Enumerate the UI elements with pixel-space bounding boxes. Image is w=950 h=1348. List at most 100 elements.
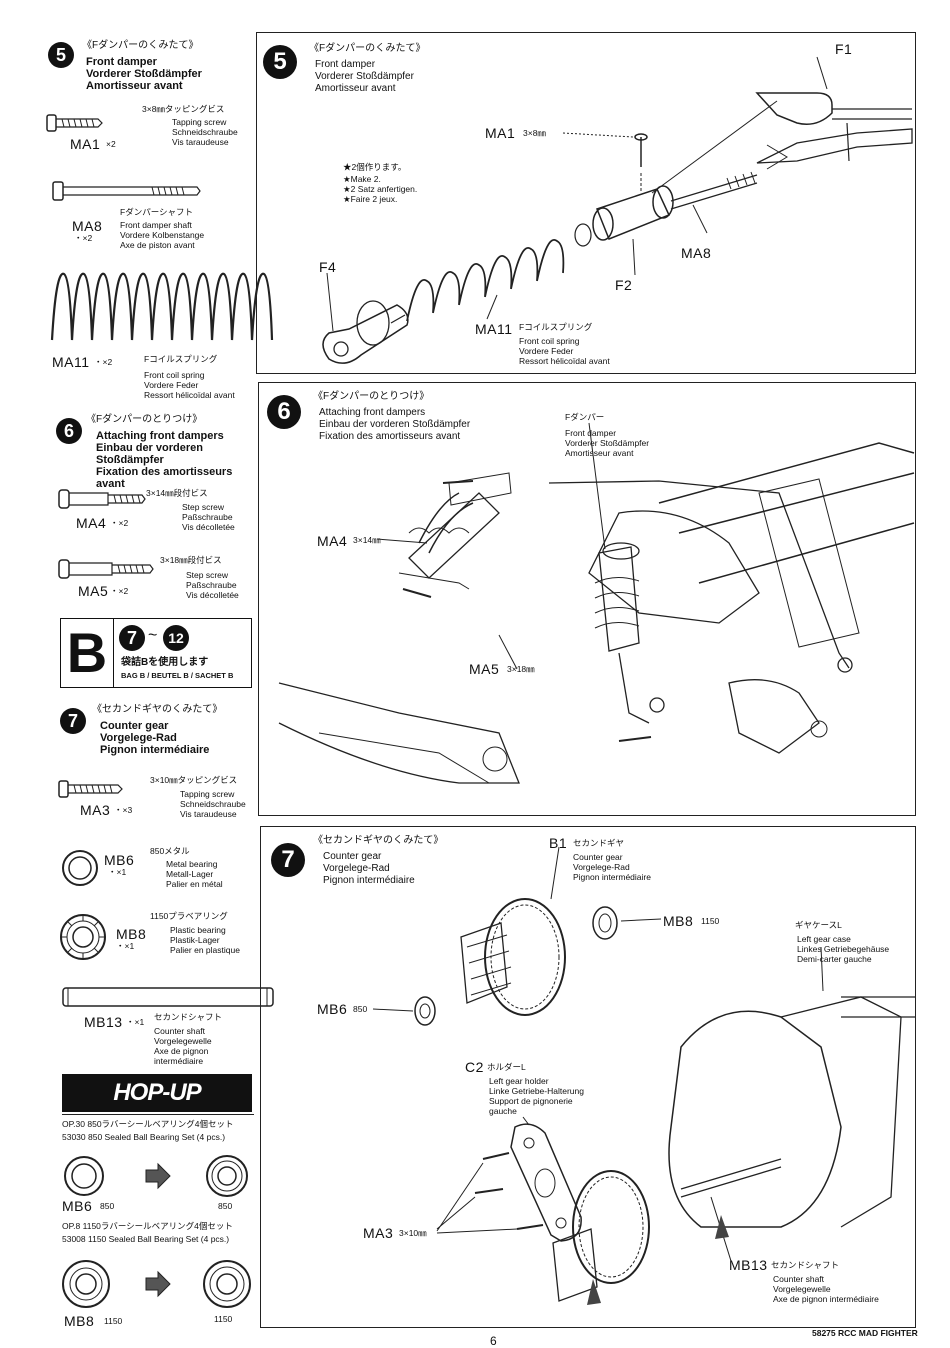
ma11-line1: Front coil spring [144, 370, 205, 380]
ma3-line2: Schneidschraube [180, 799, 246, 809]
damper-exploded-diagram [322, 56, 913, 364]
c2-line4: gauche [489, 1106, 517, 1116]
op8-from-code: MB8 [64, 1313, 95, 1329]
b1-line2: Vorgelege-Rad [573, 862, 630, 872]
panel5-note-jp: ★2個作ります。 [343, 162, 407, 172]
ma8-line2: Vordere Kolbenstange [120, 230, 205, 240]
ma11-line2: Vordere Feder [144, 380, 199, 390]
ma1-code: MA1 [70, 136, 101, 152]
coil-spring-icon [50, 272, 274, 341]
mb6-qty: ・×1 [108, 867, 127, 877]
step-6-fr-title-2: avant [96, 478, 125, 490]
ma1-jp: 3×8㎜タッピングビス [142, 104, 225, 114]
bag-to-step-badge: 12 [163, 625, 189, 651]
mb6-jp: 850メタル [150, 846, 190, 856]
ma5-line3: Vis décolletée [186, 590, 239, 600]
step-7-panel: 7 《セカンドギヤのくみたて》 Counter gear Vorgelege-R… [260, 826, 916, 1328]
panel6-ma4-size: 3×14㎜ [353, 535, 381, 545]
panel6-jp-title: 《Fダンパーのとりつけ》 [313, 391, 430, 402]
mb6-line3: Palier en métal [166, 879, 223, 889]
ma1-line1: Tapping screw [172, 117, 227, 127]
hopup-banner: HOP-UP OPTIONS [62, 1074, 252, 1144]
ma4-qty: ・×2 [110, 518, 129, 528]
panel5-ma11-label: MA11 [475, 321, 513, 337]
c2-line1: Left gear holder [489, 1076, 549, 1086]
step-6-fr-title-1: Fixation des amortisseurs [96, 466, 233, 478]
panel5-note-2: ★2 Satz anfertigen. [343, 184, 418, 194]
ma4-line3: Vis décolletée [182, 522, 235, 532]
panel5-ma8-label: MA8 [681, 245, 712, 261]
op8-jp: OP.8 1150ラバーシールベアリング4個セット [62, 1221, 233, 1231]
step-6-jp-title: 《Fダンパーのとりつけ》 [86, 414, 203, 425]
mb13-line4: intermédiaire [154, 1056, 204, 1066]
b1-line1: Counter gear [573, 852, 623, 862]
panel5-en-title: Front damper [315, 59, 376, 70]
mb13-code: MB13 [84, 1014, 123, 1030]
bag-from-step-badge: 7 [119, 625, 145, 651]
panel7-mb6-size: 850 [353, 1004, 368, 1014]
mb8-qty: ・×1 [116, 941, 135, 951]
op8-illustration [62, 1260, 251, 1308]
ma3-code: MA3 [80, 802, 111, 818]
damper-shaft-icon [52, 181, 201, 201]
mb13-jp: セカンドシャフト [154, 1012, 223, 1022]
mb13-line2: Vorgelegewelle [154, 1036, 212, 1046]
ma11-jp: Fコイルスプリング [144, 354, 218, 364]
f4-label: F4 [319, 259, 337, 275]
b1-jp: セカンドギヤ [573, 838, 625, 848]
step-5-panel-badge: 5 [263, 45, 297, 79]
c2-line2: Linke Getriebe-Halterung [489, 1086, 584, 1096]
panel7-ma3-label: MA3 [363, 1225, 394, 1241]
panel6-ma5-size: 3×18㎜ [507, 664, 535, 674]
mb8-line1: Plastic bearing [170, 925, 226, 935]
bag-b-box: B 7 ~ 12 袋詰Bを使用します BAG B / BEUTEL B / SA… [60, 618, 252, 688]
step-7-jp-title: 《セカンドギヤのくみたて》 [92, 704, 223, 715]
ma11-qty: ・×2 [94, 357, 113, 367]
ma4-line2: Paßschraube [182, 512, 233, 522]
panel6-damper-line2: Vorderer Stoßdämpfer [565, 438, 650, 448]
step-5-en-title: Front damper [86, 56, 157, 68]
panel6-ma5-label: MA5 [469, 661, 500, 677]
ma8-qty: ・×2 [74, 233, 93, 243]
panel6-fr-title: Fixation des amortisseurs avant [319, 431, 461, 442]
bag-tilde: ~ [148, 627, 158, 644]
panel6-damper-line3: Amortisseur avant [565, 448, 634, 458]
f2-label: F2 [615, 277, 633, 293]
step-7-de-title: Vorgelege-Rad [100, 732, 177, 744]
panel5-de-title: Vorderer Stoßdämpfer [315, 71, 414, 82]
panel6-de-title: Einbau der vorderen Stoßdämpfer [319, 419, 471, 430]
bag-letter: B [61, 619, 114, 687]
mb8-line3: Palier en plastique [170, 945, 240, 955]
ma4-jp: 3×14㎜段付ビス [146, 488, 208, 498]
step-7-en-title: Counter gear [100, 720, 169, 732]
op8-from-size: 1150 [104, 1316, 123, 1326]
op30-from-code: MB6 [62, 1198, 93, 1214]
panel7-mb13-label: MB13 [729, 1257, 768, 1273]
tapping-screw-icon [58, 780, 123, 798]
panel5-fr-title: Amortisseur avant [315, 83, 396, 94]
ma8-code: MA8 [72, 218, 103, 234]
step-7-panel-badge: 7 [271, 843, 305, 877]
ma3-qty: ・×3 [114, 805, 133, 815]
op8-en: 53008 1150 Sealed Ball Bearing Set (4 pc… [62, 1234, 230, 1244]
panel7-mb8-size: 1150 [701, 916, 720, 926]
ma5-line2: Paßschraube [186, 580, 237, 590]
panel7-mb13-jp: セカンドシャフト [771, 1260, 840, 1270]
step-7-fr-title: Pignon intermédiaire [100, 744, 210, 756]
step-5-badge: 5 [48, 42, 74, 68]
page-number: 6 [490, 1334, 497, 1348]
panel7-mb13-line1: Counter shaft [773, 1274, 825, 1284]
panel7-mb8-label: MB8 [663, 913, 694, 929]
mb8-line2: Plastik-Lager [170, 935, 220, 945]
panel7-jp-title: 《セカンドギヤのくみたて》 [313, 835, 444, 846]
ma11-code: MA11 [52, 354, 90, 370]
panel6-damper-jp: Fダンパー [565, 412, 605, 422]
step-5-panel: 5 《Fダンパーのくみたて》 Front damper Vorderer Sto… [256, 32, 916, 374]
step-6-panel: 6 《Fダンパーのとりつけ》 Attaching front dampers E… [258, 382, 916, 816]
ma11-line3: Ressort hélicoïdal avant [144, 390, 235, 400]
op30-en: 53030 850 Sealed Ball Bearing Set (4 pcs… [62, 1132, 226, 1142]
counter-gear-exploded-diagram [372, 846, 915, 1305]
ma3-line1: Tapping screw [180, 789, 235, 799]
ma3-line3: Vis taraudeuse [180, 809, 237, 819]
gear-case-line2: Linkes Getriebegehäuse [797, 944, 890, 954]
